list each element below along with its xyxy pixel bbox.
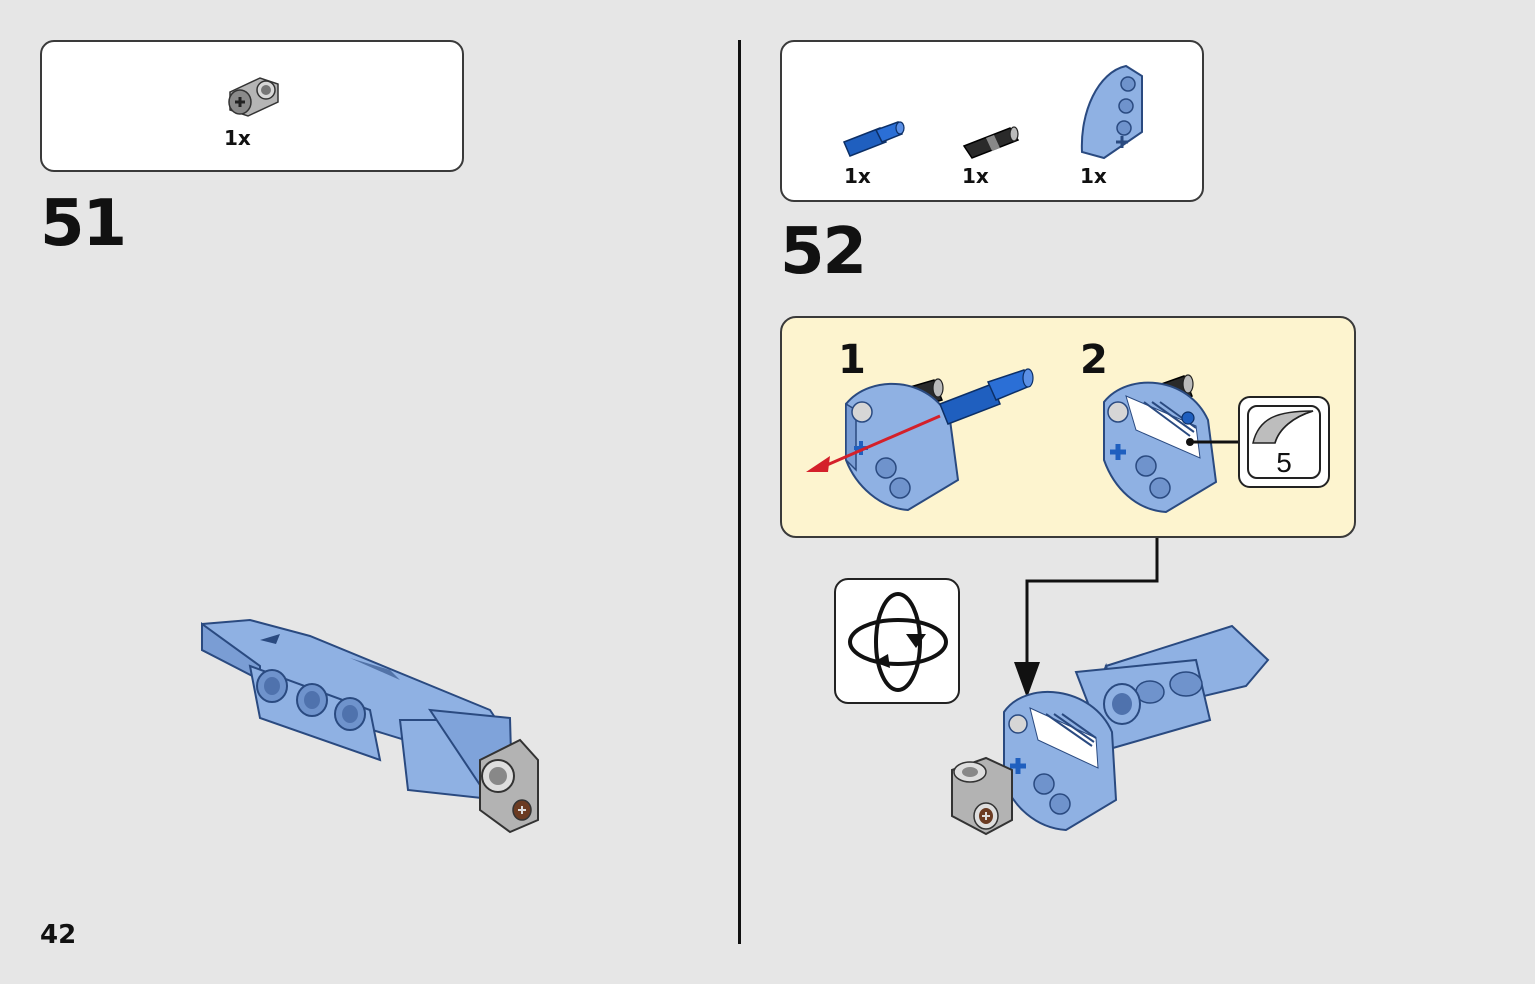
blue-axle-pin-icon [843,121,905,157]
assembly-illustration-step-51 [201,618,539,834]
quantity-label: 1x [224,126,251,150]
azure-curved-beam-icon [1080,64,1143,160]
parts-list-step-52: 1x 1x 1x [780,40,1204,202]
sticker-peel-icon [1252,410,1314,444]
quantity-label: 1x [844,164,871,188]
step-number-52: 52 [780,215,867,289]
rotate-icon [848,592,948,692]
assembly-illustration-step-52 [951,624,1270,836]
grey-axle-pin-connector-icon [228,77,279,117]
quantity-label: 1x [962,164,989,188]
substep-2-illustration [1103,374,1242,514]
quantity-label: 1x [1080,164,1107,188]
substep-number-1: 1 [838,337,866,383]
sticker-thumbnail: 5 [1247,405,1321,479]
sticker-number: 5 [1276,447,1292,478]
parts-list-step-51: 1x [40,40,464,172]
substep-1-illustration [806,368,1034,512]
black-friction-pin-icon [962,126,1020,159]
step-number-51: 51 [40,187,127,261]
sticker-callout: 5 [1238,396,1330,488]
substep-number-2: 2 [1080,337,1108,383]
page-divider [738,40,741,944]
placement-arrow [1014,538,1159,698]
rotate-model-callout [834,578,960,704]
page-number: 42 [40,920,77,950]
